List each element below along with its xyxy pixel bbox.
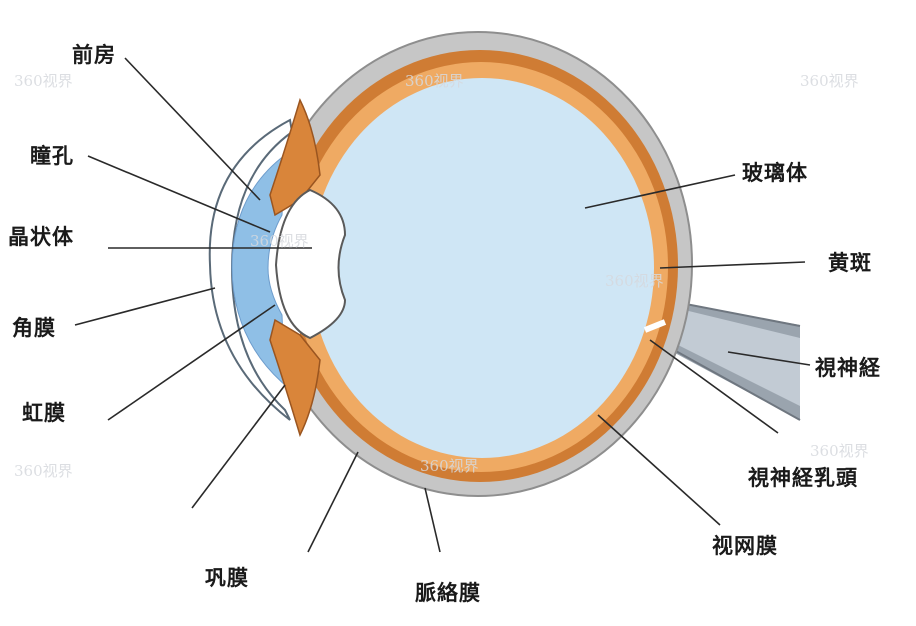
watermark: 360视界	[250, 232, 309, 250]
watermark: 360视界	[800, 72, 859, 90]
label-iris: 虹膜	[22, 401, 66, 425]
leader-lines	[74, 57, 811, 553]
label-cornea: 角膜	[12, 316, 56, 340]
watermark: 360视界	[14, 72, 73, 90]
optic-nerve-inner	[668, 306, 800, 406]
label-optic-nerve: 視神経	[815, 356, 881, 380]
label-choroid: 脈絡膜	[415, 581, 481, 605]
anterior-chamber-shape	[231, 153, 286, 387]
watermark: 360视界	[14, 462, 73, 480]
watermark: 360视界	[405, 72, 464, 90]
cornea-shape	[208, 118, 294, 421]
label-vitreous: 玻璃体	[742, 161, 808, 185]
iris-lower-shape	[269, 318, 321, 438]
label-anterior-chamber: 前房	[72, 43, 116, 67]
lens-shape	[274, 188, 347, 340]
label-macula: 黄斑	[828, 251, 872, 275]
label-retina: 视网膜	[712, 534, 778, 558]
watermark: 360视界	[810, 442, 869, 460]
label-pupil: 瞳孔	[30, 144, 74, 168]
watermark: 360视界	[605, 272, 664, 290]
vitreous-shape	[310, 78, 654, 458]
iris-upper-shape	[269, 97, 321, 217]
watermark: 360视界	[420, 457, 479, 475]
label-optic-disc: 視神経乳頭	[748, 466, 858, 490]
label-lens: 晶状体	[8, 225, 74, 249]
label-sclera: 巩膜	[205, 566, 249, 590]
